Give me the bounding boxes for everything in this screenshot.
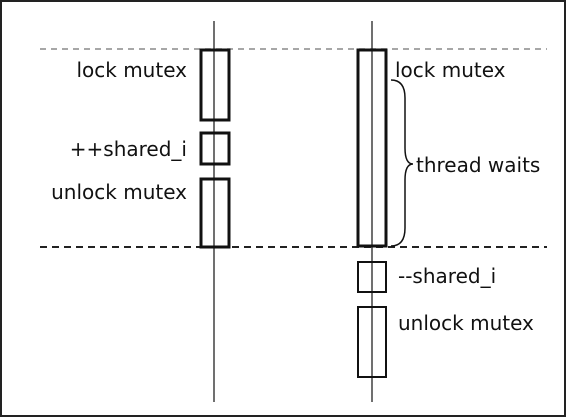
thread2-lock-label: lock mutex: [395, 58, 506, 82]
thread1-lock-label: lock mutex: [76, 58, 187, 82]
thread1-unlock-label: unlock mutex: [51, 180, 187, 204]
thread1-increment-label: ++shared_i: [69, 137, 187, 161]
thread1-unlock-block: [199, 177, 231, 249]
thread2-wait-label: thread waits: [416, 153, 541, 177]
thread2-unlock-block: [357, 306, 387, 378]
wait-brace: [390, 79, 414, 247]
thread2-lock-wait-block: [356, 48, 388, 248]
thread2-decrement-block: [357, 261, 387, 293]
thread2-unlock-label: unlock mutex: [398, 311, 534, 335]
thread1-increment-block: [199, 131, 231, 166]
thread1-lock-block: [199, 48, 231, 122]
thread2-decrement-label: --shared_i: [398, 264, 497, 288]
